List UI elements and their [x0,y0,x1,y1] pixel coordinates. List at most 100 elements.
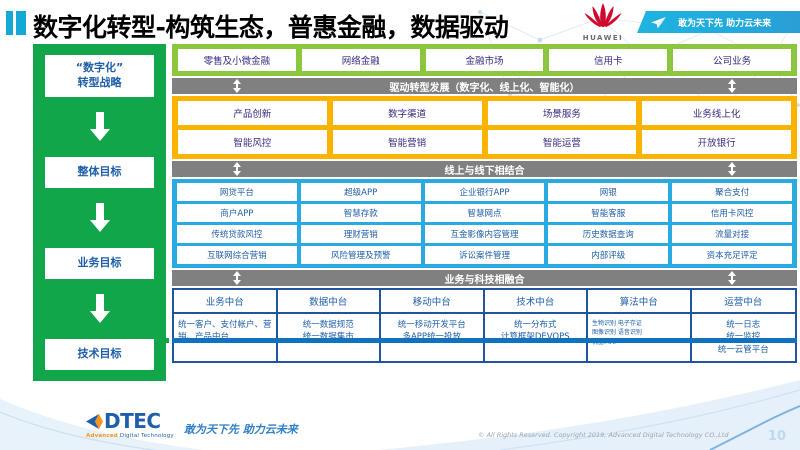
online-offline-cell[interactable]: 智慧存款 [300,204,421,222]
transformation-cell[interactable]: 产品创新 [178,101,327,125]
strategy-box-overall-goal[interactable]: 整体目标 [45,156,154,188]
double-arrow-icon [233,79,241,93]
midend-column-technology[interactable]: 技术中台 统一分布式 计算框架DEVOPS [484,290,588,361]
online-offline-cell[interactable]: 智能客服 [548,204,669,222]
strategy-column: “数字化” 转型战略 整体目标 业务目标 技术目标 [33,44,166,381]
huawei-flower-icon [584,3,622,28]
transformation-cell[interactable]: 业务线上化 [642,101,791,125]
online-offline-cell[interactable]: 超级APP [300,183,421,201]
transformation-cell[interactable]: 场景服务 [487,101,637,125]
online-offline-cell[interactable]: 互联网综合营销 [177,246,297,264]
band-transformation: 产品创新 数字渠道 场景服务 业务线上化 智能风控 智能营销 智能运营 开放银行 [172,96,797,159]
online-offline-cell[interactable]: 商户APP [177,204,297,222]
midend-column-head: 移动中台 [381,290,483,314]
huawei-slogan-banner: 敢为天下先 助力云未来 [637,11,800,33]
arrow-down-icon [89,202,110,232]
page-number: 10 [767,429,786,444]
footer-slogan: 敢为天下先 助力云未来 [183,423,298,436]
midend-column-body: 统一数据规范 统一数据集市 [302,320,354,342]
midend-column-algorithm[interactable]: 算法中台 生物识别 电子存证 图像识别 语音识别 机器人AI [588,290,692,361]
double-arrow-icon [728,162,736,176]
title-accent-bar [6,11,26,35]
double-arrow-icon [233,271,241,285]
midend-column-body: 统一移动开发平台 多APP统一投放 [397,320,466,342]
business-line-cell[interactable]: 零售及小微金融 [178,49,296,71]
connector-bar-business-tech-fusion: 业务与科技相融合 [172,270,797,286]
dtec-wordmark: DTEC [104,409,161,433]
connector-bar-driving-transformation: 驱动转型发展（数字化、线上化、智能化） [172,78,797,94]
huawei-banner-text: 敢为天下先 助力云未来 [678,18,772,29]
midend-column-head: 算法中台 [588,290,690,314]
midend-column-head: 技术中台 [484,290,586,314]
online-offline-cell[interactable]: 网贷平台 [177,183,297,201]
midend-column-mobile[interactable]: 移动中台 统一移动开发平台 多APP统一投放 [381,290,485,361]
page-title: 数字化转型-构筑生态，普惠金融，数据驱动 [33,13,509,42]
copyright-text: © All Rights Reserved. Copyright 2019, A… [478,431,729,439]
arrow-down-icon [89,294,110,324]
baseline-blue-rule [172,338,797,343]
midend-column-head: 业务中台 [174,290,276,314]
transformation-cell[interactable]: 智能运营 [487,130,637,154]
business-line-cell[interactable]: 金融市场 [425,49,544,71]
transformation-cell[interactable]: 数字渠道 [332,101,482,125]
strategy-label-line1: “数字化” [75,61,124,74]
footer-logo-group: DTEC Advanced Digital Technology 敢为天下先 助… [86,411,298,439]
dtec-tagline-rest: Digital Technology [117,433,174,439]
dtec-tagline: Advanced Digital Technology [86,433,174,439]
online-offline-cell[interactable]: 聚合支付 [672,183,792,201]
online-offline-cell[interactable]: 资本充足评定 [672,246,792,264]
online-offline-cell[interactable]: 信用卡风控 [672,204,792,222]
connector-label: 线上与线下相结合 [444,165,525,177]
online-offline-cell[interactable]: 理财营销 [300,225,421,243]
midend-column-body: 统一分布式 计算框架DEVOPS [501,320,570,342]
online-offline-cell[interactable]: 企业银行APP [424,183,545,201]
transformation-cell[interactable]: 开放银行 [642,130,791,154]
online-offline-cell[interactable]: 智慧网点 [424,204,545,222]
midend-column-body: 统一客户、支付帐户、营销、产品中台 [178,320,272,342]
midend-column-head: 运营中台 [691,290,795,314]
strategy-box-technology-goal[interactable]: 技术目标 [45,339,154,371]
swoosh-decoration-right [380,380,800,450]
transformation-cell[interactable]: 智能营销 [332,130,482,154]
midend-column-business[interactable]: 业务中台 统一客户、支付帐户、营销、产品中台 [174,290,278,361]
online-offline-cell[interactable]: 流量对接 [672,225,792,243]
online-offline-cell[interactable]: 传统贷款风控 [177,225,297,243]
online-offline-cell[interactable]: 历史数据查询 [548,225,669,243]
layers-column: 零售及小微金融 网络金融 金融市场 信用卡 公司业务 驱动转型发展（数字化、线上… [172,44,797,363]
strategy-label-line2: 转型战略 [77,75,122,89]
flow-arrow-1 [89,97,111,157]
midend-column-head: 数据中台 [277,290,379,314]
dtec-tagline-bold: Advanced [86,433,118,439]
strategy-box-business-goal[interactable]: 业务目标 [45,248,154,279]
arrow-down-icon [89,111,110,141]
midend-column-data[interactable]: 数据中台 统一数据规范 统一数据集市 [277,290,381,361]
business-line-cell[interactable]: 信用卡 [549,49,668,71]
business-line-cell[interactable]: 公司业务 [673,49,791,71]
flow-arrow-3 [89,279,111,339]
double-arrow-icon [728,79,736,93]
huawei-logo: HUAWEI [575,2,631,42]
strategy-box-digital-transformation[interactable]: “数字化” 转型战略 [45,55,154,97]
paper-plane-icon [651,16,666,28]
online-offline-cell[interactable]: 内部评级 [548,246,669,264]
diagram-body: “数字化” 转型战略 整体目标 业务目标 技术目标 [0,44,800,384]
double-arrow-icon [233,162,241,176]
connector-bar-online-offline: 线上与线下相结合 [172,161,797,177]
online-offline-cell[interactable]: 网银 [548,183,669,201]
transformation-cell[interactable]: 智能风控 [178,130,327,154]
online-offline-cell[interactable]: 诉讼案件管理 [424,246,545,264]
double-arrow-icon [728,271,736,285]
dtec-logo: DTEC Advanced Digital Technology [86,411,174,439]
online-offline-cell[interactable]: 互金影像内容管理 [424,225,545,243]
connector-label: 驱动转型发展（数字化、线上化、智能化） [389,82,580,94]
band-midend-platforms: 业务中台 统一客户、支付帐户、营销、产品中台 数据中台 统一数据规范 统一数据集… [172,288,797,363]
online-offline-cell[interactable]: 风险管理及预警 [300,246,421,264]
midend-column-body: 统一日志 统一监控 统一云管平台 [717,320,769,355]
dtec-arrow-icon [86,413,103,429]
huawei-wordmark: HUAWEI [582,34,624,42]
business-line-cell[interactable]: 网络金融 [301,49,420,71]
band-business-lines: 零售及小微金融 网络金融 金融市场 信用卡 公司业务 [172,44,797,76]
midend-column-operations[interactable]: 运营中台 统一日志 统一监控 统一云管平台 [691,290,795,361]
connector-label: 业务与科技相融合 [444,274,525,286]
